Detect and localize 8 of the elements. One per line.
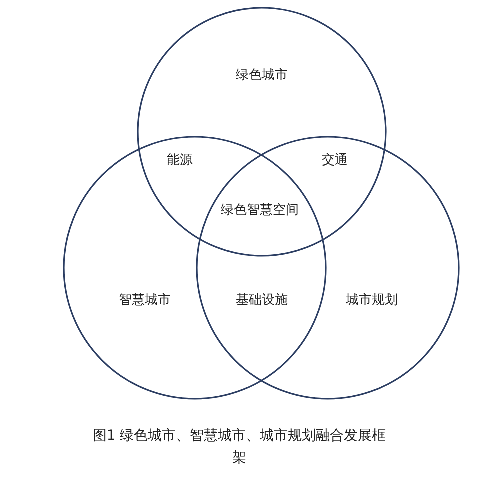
overlap-label: 绿色智慧空间 [221,202,299,219]
set-label: 城市规划 [346,292,398,309]
figure-caption: 图1 绿色城市、智慧城市、城市规划融合发展框架 [92,427,388,468]
overlap-label: 交通 [322,152,348,169]
overlap-label: 基础设施 [236,292,288,309]
set-label: 智慧城市 [119,292,171,309]
set-label: 绿色城市 [236,67,288,84]
overlap-label: 能源 [167,152,193,169]
